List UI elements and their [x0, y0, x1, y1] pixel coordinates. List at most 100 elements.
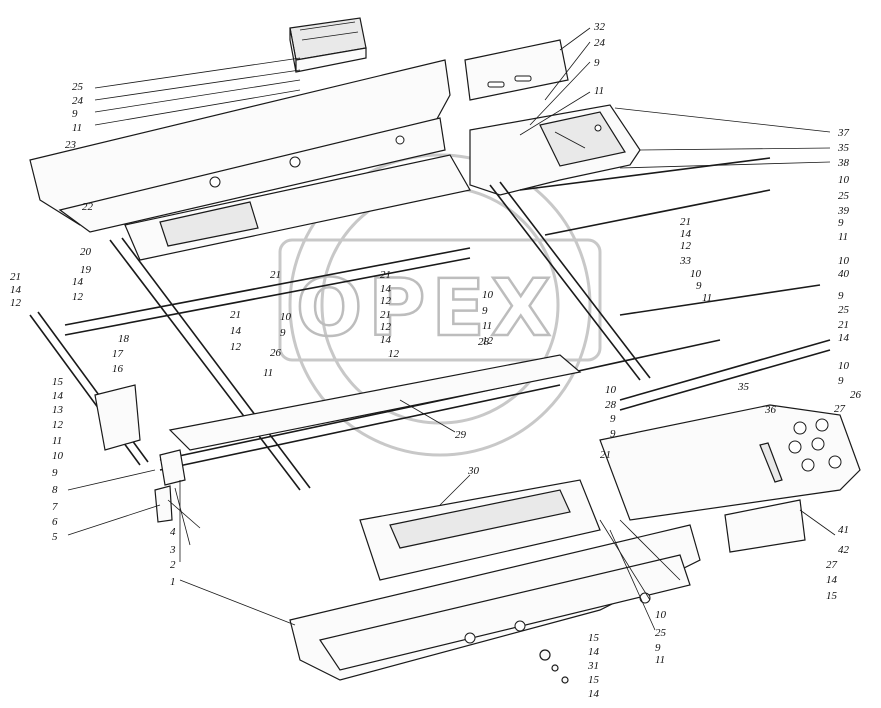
- callout: 29: [455, 429, 467, 441]
- part-36-plate: [599, 404, 861, 521]
- callout: 35: [737, 381, 750, 393]
- callout: 38: [837, 157, 850, 169]
- callout: 14: [230, 325, 242, 337]
- left-bracket-assembly: [29, 311, 186, 523]
- callout: 8: [52, 484, 58, 496]
- callout: 22: [82, 201, 94, 213]
- callout: 21: [230, 309, 241, 321]
- callout: 21: [380, 309, 391, 321]
- callout: 26: [270, 347, 282, 359]
- callout: 12: [680, 240, 692, 252]
- callout: 40: [838, 268, 850, 280]
- callout: 15: [826, 590, 838, 602]
- callout: 11: [482, 320, 492, 332]
- callout: 21: [10, 271, 21, 283]
- callout: 9: [610, 413, 616, 425]
- callout: 11: [838, 231, 848, 243]
- callout: 37: [837, 127, 850, 139]
- callout: 10: [655, 609, 667, 621]
- callout: 21: [680, 216, 691, 228]
- callout: 42: [838, 544, 850, 556]
- callout: 25: [838, 190, 850, 202]
- callout: 10: [280, 311, 292, 323]
- callout: 32: [593, 21, 606, 33]
- callout: 21: [600, 449, 611, 461]
- callout: 12: [72, 291, 84, 303]
- callout: 12: [380, 321, 392, 333]
- callout-labels: 25 24 9 11 23 22 20 19 14 12 21 14 12 18…: [10, 21, 862, 700]
- callout: 27: [834, 403, 846, 415]
- callout: 25: [655, 627, 667, 639]
- callout: 14: [380, 283, 392, 295]
- callout: 12: [230, 341, 242, 353]
- watermark: OPEX: [278, 153, 602, 457]
- callout: 24: [72, 95, 84, 107]
- callout: 17: [112, 348, 124, 360]
- callout: 9: [280, 327, 286, 339]
- callout: 28: [605, 399, 617, 411]
- callout: 11: [72, 122, 82, 134]
- callout: 1: [170, 576, 176, 588]
- callout: 19: [80, 264, 92, 276]
- callout: 11: [263, 367, 273, 379]
- callout: 9: [838, 217, 844, 229]
- callout: 16: [112, 363, 124, 375]
- callout: 12: [388, 348, 400, 360]
- callout: 15: [588, 632, 600, 644]
- callout: 15: [588, 674, 600, 686]
- callout: 14: [72, 276, 84, 288]
- callout: 9: [482, 305, 488, 317]
- callout: 36: [764, 404, 777, 416]
- callout: 25: [838, 304, 850, 316]
- callout: 21: [838, 319, 849, 331]
- callout: 12: [52, 419, 64, 431]
- callout: 10: [838, 255, 850, 267]
- callout: 28: [478, 336, 490, 348]
- callout: 10: [838, 360, 850, 372]
- callout: 9: [594, 57, 600, 69]
- callout: 14: [588, 688, 600, 700]
- part-42-bracket: [724, 499, 806, 553]
- callout: 11: [594, 85, 604, 97]
- part-30-tray: [359, 479, 601, 581]
- callout: 26: [850, 389, 862, 401]
- callout: 10: [605, 384, 617, 396]
- callout: 3: [169, 544, 176, 556]
- callout: 14: [838, 332, 850, 344]
- callout: 6: [52, 516, 58, 528]
- callout: 9: [72, 108, 78, 120]
- part-22-panel: [124, 154, 471, 261]
- callout: 10: [52, 450, 64, 462]
- callout: 9: [610, 428, 616, 440]
- callout: 41: [838, 524, 849, 536]
- callout: 20: [80, 246, 92, 258]
- callout: 21: [380, 269, 391, 281]
- callout: 14: [10, 284, 22, 296]
- callout: 30: [467, 465, 480, 477]
- part-31-fasteners: [539, 649, 569, 684]
- callout: 24: [594, 37, 606, 49]
- callout: 13: [52, 404, 64, 416]
- callout: 23: [65, 139, 77, 151]
- callout: 4: [170, 526, 176, 538]
- callout: 33: [679, 255, 692, 267]
- callout: 31: [587, 660, 599, 672]
- part-32-bracket: [464, 39, 569, 101]
- callout: 12: [482, 335, 494, 347]
- callout: 2: [170, 559, 176, 571]
- callout: 12: [10, 297, 22, 309]
- callout: 10: [690, 268, 702, 280]
- callout: 14: [380, 334, 392, 346]
- leader-lines: [67, 27, 836, 631]
- part-25-box: [289, 17, 367, 73]
- part-1-panel: [289, 524, 701, 681]
- callout: 10: [482, 289, 494, 301]
- callout: 35: [837, 142, 850, 154]
- callout: 14: [52, 390, 64, 402]
- callout: 18: [118, 333, 130, 345]
- callout: 14: [826, 574, 838, 586]
- callout: 14: [588, 646, 600, 658]
- callout: 9: [838, 375, 844, 387]
- callout: 14: [680, 228, 692, 240]
